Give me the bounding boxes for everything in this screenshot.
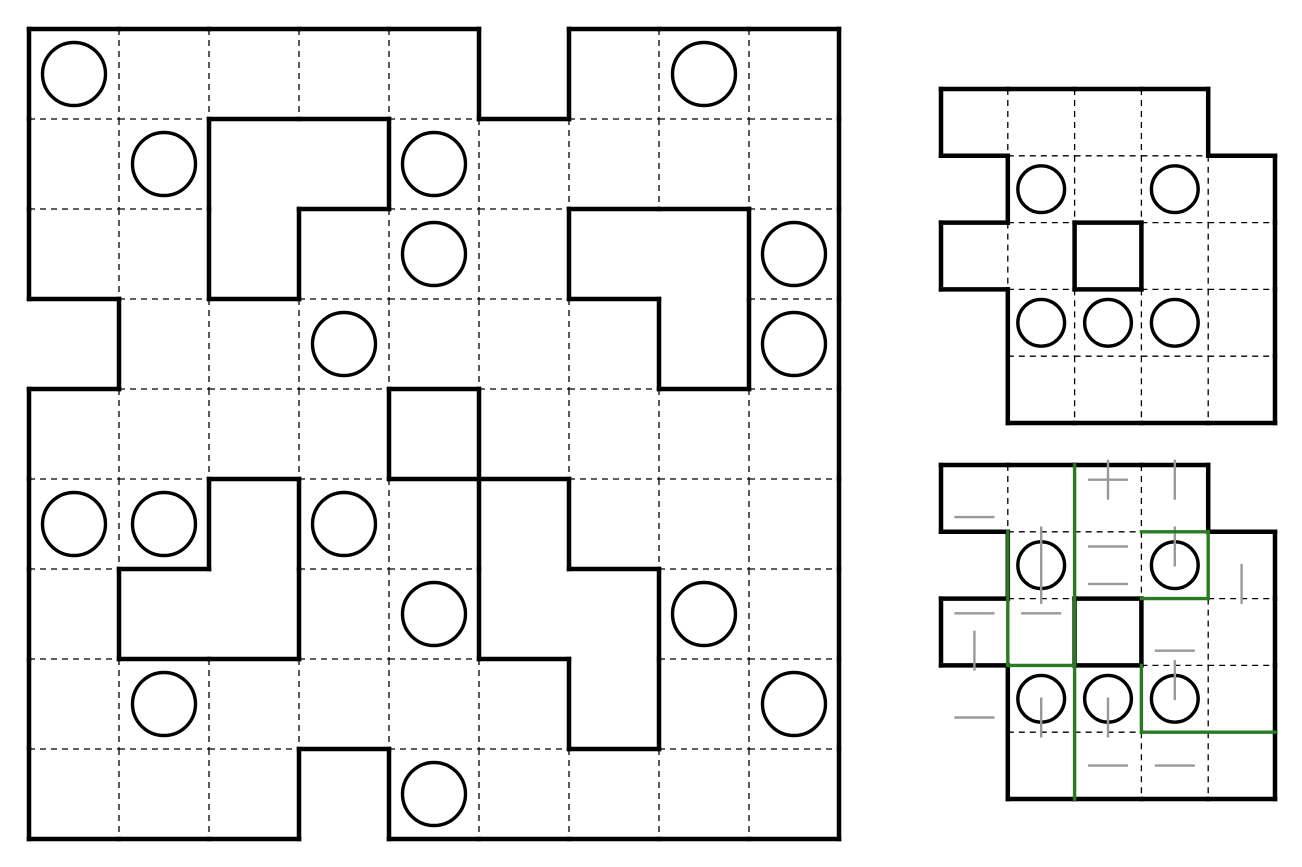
main-circle: [310, 310, 378, 378]
main-circle: [400, 130, 468, 198]
main-circle: [760, 310, 828, 378]
example-circle: [1149, 164, 1200, 215]
main-circle: [130, 490, 198, 558]
example-circle: [1149, 297, 1200, 348]
main-circle: [130, 130, 198, 198]
main-circle: [400, 760, 468, 828]
main-circle: [400, 580, 468, 648]
example-circle: [1016, 164, 1067, 215]
main-circle: [670, 580, 738, 648]
example-circle: [1016, 297, 1067, 348]
main-circle: [40, 490, 108, 558]
example-circle: [1082, 297, 1134, 348]
main-circle: [310, 490, 378, 558]
main-circle: [760, 220, 828, 288]
main-circle: [670, 40, 738, 108]
main-circle: [40, 40, 108, 108]
main-circle: [130, 670, 198, 738]
main-circle: [400, 220, 468, 288]
main-circle: [760, 670, 828, 738]
